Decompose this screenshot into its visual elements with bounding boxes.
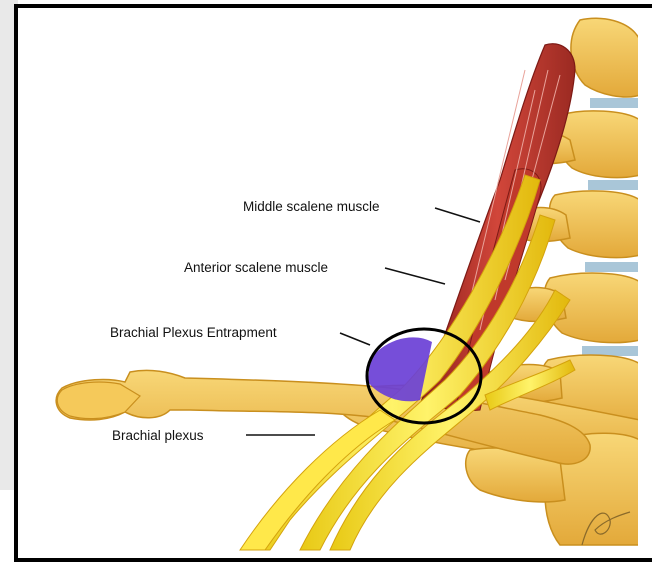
leader-line-middle-scalene xyxy=(435,208,480,222)
frame-border-left xyxy=(14,4,18,562)
frame-border-top xyxy=(14,4,652,8)
label-middle-scalene: Middle scalene muscle xyxy=(243,200,380,214)
disc-shape xyxy=(585,262,640,272)
disc-shape xyxy=(588,180,640,190)
leader-line-entrapment xyxy=(340,333,370,345)
label-entrapment: Brachial Plexus Entrapment xyxy=(110,326,277,340)
frame-border-bottom xyxy=(14,558,652,562)
label-brachial-plexus: Brachial plexus xyxy=(112,429,204,443)
right-margin xyxy=(638,8,654,558)
disc-shape xyxy=(590,98,640,108)
leader-line-anterior-scalene xyxy=(385,268,445,284)
label-anterior-scalene: Anterior scalene muscle xyxy=(184,261,328,275)
